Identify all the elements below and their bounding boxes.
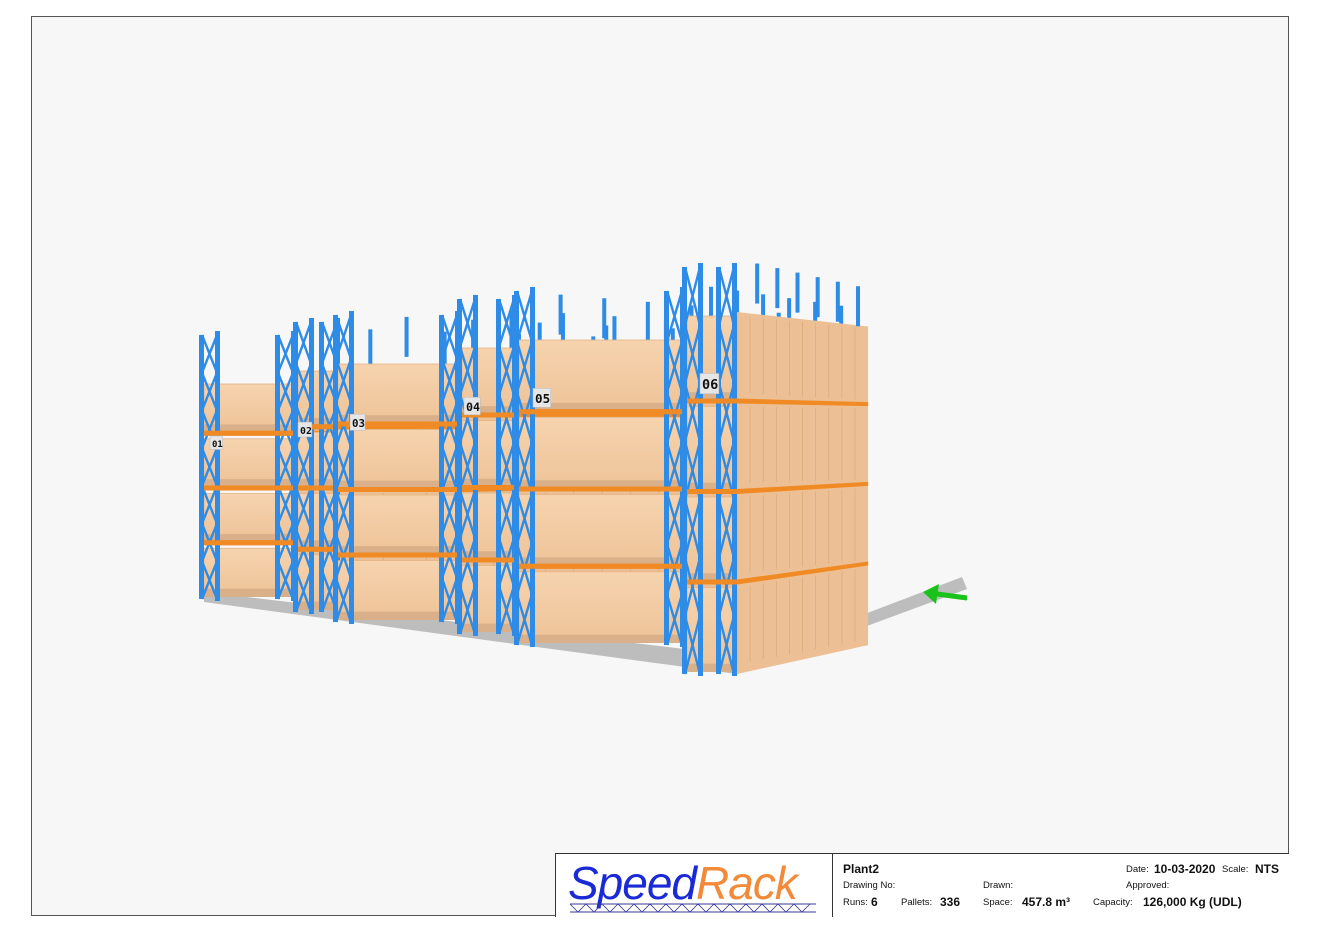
title-block-info: Plant2 Date: 10-03-2020 Scale: NTS Drawi… [834, 854, 1289, 917]
project-name: Plant2 [843, 862, 880, 876]
rack-label-plate [532, 388, 551, 408]
direction-arrow-icon [923, 584, 968, 604]
rack-label-plate [297, 421, 313, 438]
rack-label-05: 05 [535, 391, 550, 406]
drawing-no-label: Drawing No: [843, 880, 896, 891]
capacity-value: 126,000 Kg (UDL) [1143, 895, 1242, 909]
capacity-label: Capacity: [1093, 897, 1133, 908]
speedrack-logo: SpeedRack [556, 854, 833, 917]
runs-label: Runs: [843, 897, 868, 908]
rack-label-plate [349, 413, 366, 431]
rack-label-plate [209, 435, 223, 450]
rack-label-02: 02 [300, 426, 312, 437]
rack-label-03: 03 [352, 417, 365, 430]
drawing-sheet: 01 02 03 04 05 06 SpeedRack Plant2 Date: 10-0… [31, 16, 1290, 917]
pallets-label: Pallets: [901, 897, 933, 908]
rack-label-plate [463, 397, 481, 416]
rack-label-01: 01 [212, 440, 223, 450]
approved-label: Approved: [1126, 880, 1170, 891]
rack-3d-view[interactable]: 01 02 03 04 05 06 [32, 17, 1290, 917]
rack-label-06: 06 [702, 377, 718, 393]
date-value: 10-03-2020 [1154, 862, 1216, 876]
space-value: 457.8 m³ [1022, 895, 1071, 909]
runs-value: 6 [871, 895, 878, 909]
logo-rack-text: Rack [696, 857, 798, 909]
scale-label: Scale: [1222, 864, 1249, 875]
scale-value: NTS [1255, 862, 1279, 876]
pallets-value: 336 [940, 895, 961, 909]
logo-speed-text: Speed [568, 857, 697, 909]
rack-label-plate [699, 373, 720, 394]
space-label: Space: [983, 897, 1013, 908]
drawn-label: Drawn: [983, 880, 1014, 891]
title-block: SpeedRack Plant2 Date: 10-03-2020 Scale:… [555, 853, 1289, 917]
date-label: Date: [1126, 864, 1149, 875]
truss-logo-icon [570, 903, 816, 913]
rack-label-04: 04 [466, 400, 480, 414]
